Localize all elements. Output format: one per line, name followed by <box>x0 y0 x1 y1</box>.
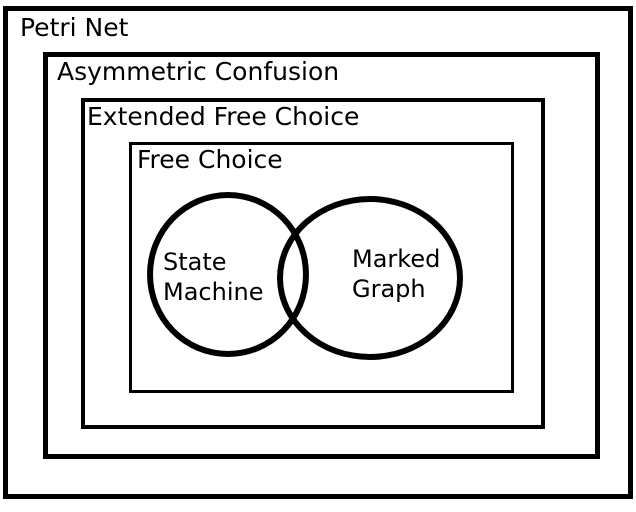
set-petri-net: Petri Net Asymmetric Confusion Extended … <box>3 6 633 499</box>
set-label-state-machine: State Machine <box>163 248 264 306</box>
set-free-choice: Free Choice State Machine Marked Graph <box>129 142 514 393</box>
set-label-marked-graph: Marked Graph <box>352 245 441 303</box>
set-label-extended-free-choice: Extended Free Choice <box>87 102 360 131</box>
set-asymmetric-confusion: Asymmetric Confusion Extended Free Choic… <box>43 52 600 459</box>
set-label-asymmetric-confusion: Asymmetric Confusion <box>57 57 340 86</box>
set-extended-free-choice: Extended Free Choice Free Choice State M… <box>81 98 545 429</box>
set-label-petri-net: Petri Net <box>20 13 129 42</box>
set-label-free-choice: Free Choice <box>137 145 283 174</box>
set-marked-graph-ellipse: Marked Graph <box>277 196 463 360</box>
